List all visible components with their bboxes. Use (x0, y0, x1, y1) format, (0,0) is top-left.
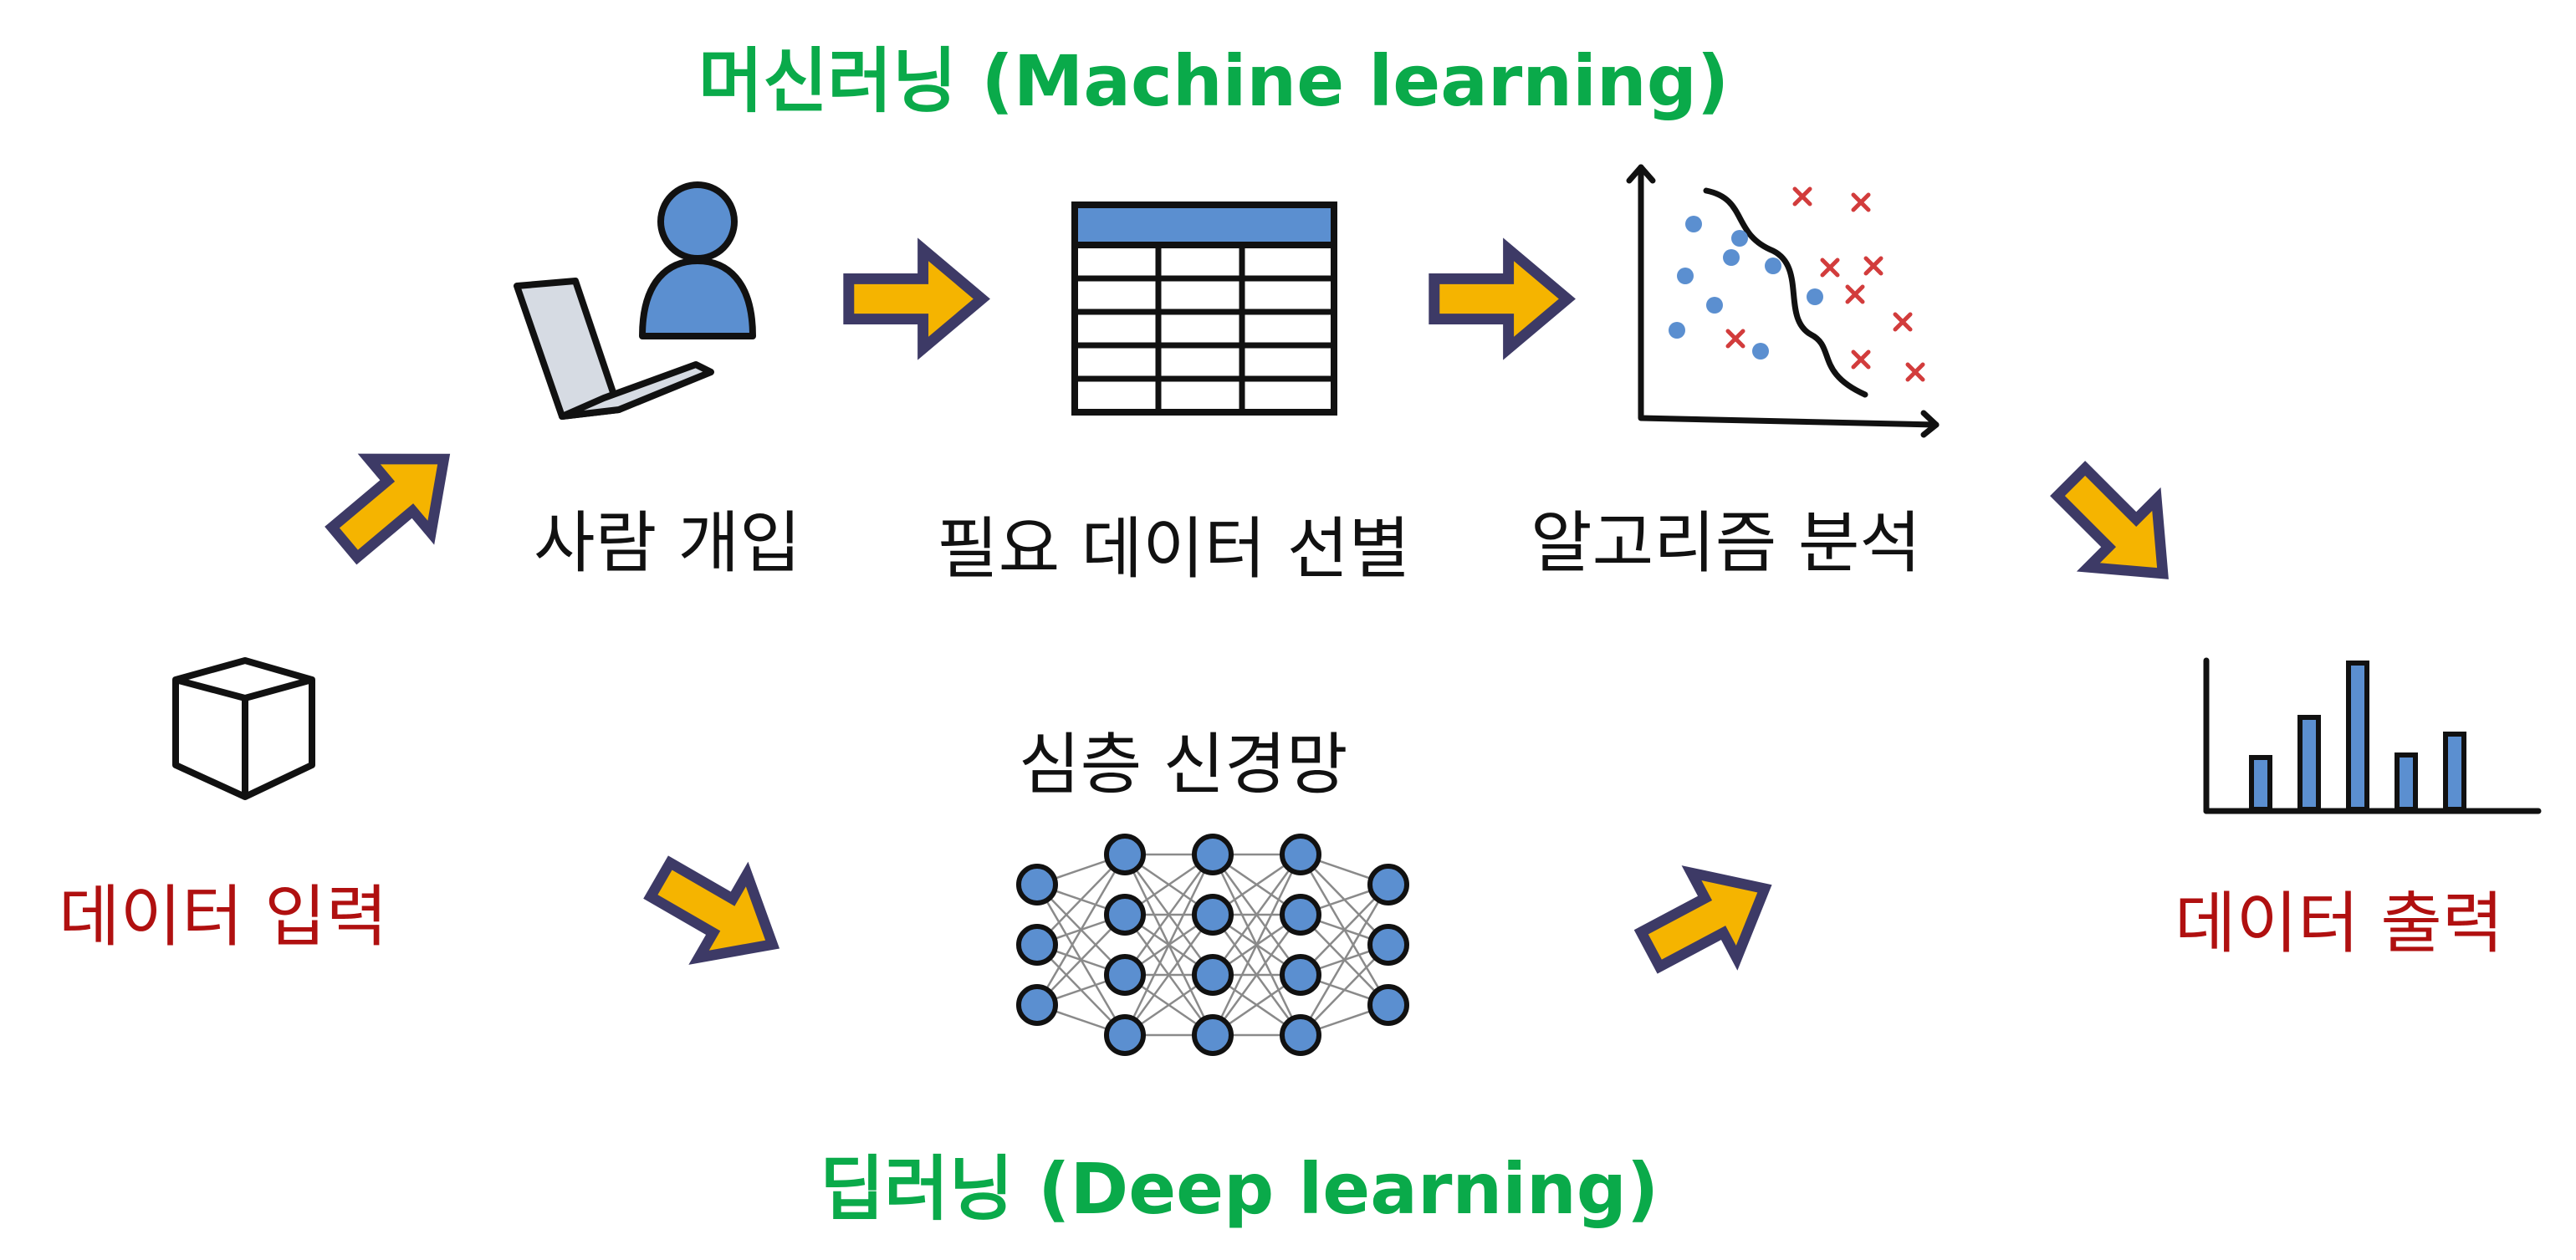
network-node (1280, 834, 1321, 875)
scatter-cross (1725, 329, 1745, 349)
scatter-dot (1677, 268, 1694, 284)
neural-network-label: 심층 신경망 (1019, 726, 1348, 803)
arrow-input-to-human (325, 453, 451, 565)
decision-boundary (1703, 187, 1868, 398)
scatter-dot (1807, 288, 1823, 305)
network-connections (1035, 853, 1390, 1037)
bar-chart-icon (2203, 657, 2542, 814)
network-node (1104, 1014, 1146, 1056)
network-node (1367, 864, 1409, 905)
scatter-cross (1851, 192, 1871, 212)
scatter-dot (1765, 258, 1781, 274)
network-node (1280, 954, 1321, 996)
step-label-data-selection: 필요 데이터 선별 (937, 510, 1411, 588)
scatter-dot (1706, 297, 1723, 314)
data-output-label: 데이터 출력 (2175, 885, 2504, 962)
scatter-cross (1863, 256, 1883, 276)
network-node (1367, 924, 1409, 966)
scatter-cross (1845, 284, 1865, 304)
cube-icon (172, 657, 315, 800)
network-node (1192, 894, 1234, 936)
arrow-human-to-table (843, 237, 990, 360)
scatter-dot (1752, 343, 1769, 360)
arrow-algorithm-to-output (2050, 461, 2169, 579)
neural-network-icon (1016, 834, 1409, 1056)
network-node (1016, 984, 1058, 1026)
network-node (1192, 954, 1234, 996)
bar-chart-bar (2346, 661, 2369, 812)
scatter-cross (1905, 362, 1925, 382)
deep-learning-title: 딥러닝 (Deep learning) (820, 1148, 1659, 1230)
arrow-table-to-algorithm (1429, 237, 1576, 360)
step-label-algorithm-analysis: 알고리즘 분석 (1531, 504, 1922, 582)
network-node (1104, 954, 1146, 996)
step-label-human-intervention: 사람 개입 (534, 504, 801, 582)
bar-chart-bar (2249, 755, 2272, 812)
scatter-cross (1893, 312, 1913, 332)
network-node (1280, 1014, 1321, 1056)
bar-chart-bar (2443, 732, 2466, 812)
network-node (1104, 894, 1146, 936)
network-node (1104, 834, 1146, 875)
scatter-cross (1792, 186, 1812, 207)
data-table-icon (1071, 201, 1337, 416)
machine-learning-title: 머신러닝 (Machine learning) (698, 40, 1730, 122)
network-node (1192, 834, 1234, 875)
scatter-dot (1723, 249, 1740, 266)
scatter-cross (1851, 349, 1871, 370)
arrow-network-to-output (1633, 865, 1772, 974)
scatter-dot (1731, 230, 1748, 247)
person-laptop-icon (514, 181, 756, 420)
scatter-classification-icon (1626, 164, 1940, 438)
network-node (1192, 1014, 1234, 1056)
network-node (1280, 894, 1321, 936)
scatter-axes (1626, 164, 1940, 438)
bar-chart-bar (2395, 752, 2418, 812)
scatter-dot (1669, 322, 1685, 339)
network-node (1016, 924, 1058, 966)
data-input-label: 데이터 입력 (59, 878, 388, 956)
arrow-input-to-network (643, 855, 780, 965)
scatter-dot (1685, 216, 1702, 232)
network-node (1016, 864, 1058, 905)
scatter-cross (1820, 258, 1840, 278)
network-node (1367, 984, 1409, 1026)
bar-chart-bar (2297, 715, 2321, 812)
